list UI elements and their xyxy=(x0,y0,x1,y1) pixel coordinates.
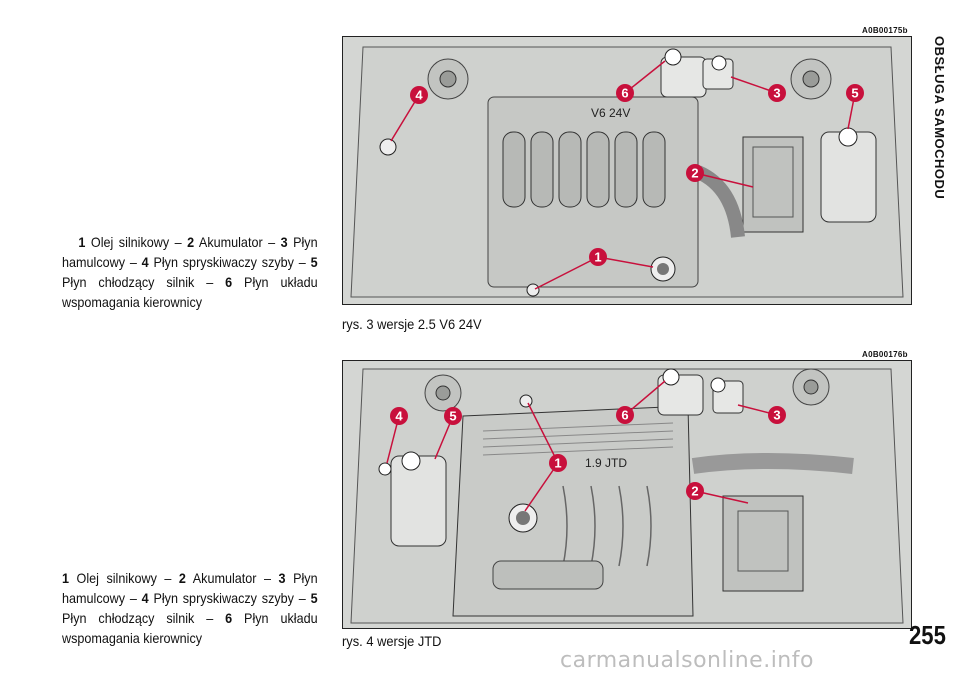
caption-text-3: Płyn hamulcowy – xyxy=(62,234,318,270)
caption-num-6: 6 xyxy=(225,274,233,290)
section-title-text: OBSŁUGA SAMOCHODU xyxy=(932,36,944,199)
svg-text:3: 3 xyxy=(773,86,780,101)
caption-num-1: 1 xyxy=(78,234,86,250)
fig3-marker-1: 1 xyxy=(534,248,654,290)
svg-text:6: 6 xyxy=(621,408,628,423)
fig4-marker-6: 6 xyxy=(616,380,666,424)
caption-num-5: 5 xyxy=(310,254,318,270)
caption-num-3: 3 xyxy=(278,570,286,586)
engine-label-jtd: 1.9 JTD xyxy=(585,456,627,470)
figure-4-code: A0B00176b xyxy=(862,350,908,359)
caption-num-2: 2 xyxy=(187,234,195,250)
section-title-vertical: OBSŁUGA SAMOCHODU xyxy=(914,36,947,226)
caption-text-1: Olej silnikowy – xyxy=(69,570,179,586)
fig4-marker-1: 1 xyxy=(524,402,567,512)
caption-num-3: 3 xyxy=(280,234,288,250)
engine-bay-jtd-drawing: 1.9 JTD 1 2 xyxy=(343,361,911,628)
figure-3-caption: 1 Olej silnikowy – 2 Akumulator – 3 Płyn… xyxy=(62,232,318,312)
figure-4-label: rys. 4 wersje JTD xyxy=(342,633,442,649)
fig3-marker-3: 3 xyxy=(730,76,786,102)
fig3-marker-6: 6 xyxy=(616,60,666,102)
figure-4-caption: 1 Olej silnikowy – 2 Akumulator – 3 Płyn… xyxy=(62,568,318,648)
caption-text-2: Akumulator – xyxy=(185,570,279,586)
caption-num-5: 5 xyxy=(310,590,318,606)
watermark: carmanualsonline.info xyxy=(560,648,814,673)
fig3-marker-4: 4 xyxy=(390,86,428,142)
fig4-marker-3: 3 xyxy=(737,404,786,424)
caption-text-4: Płyn spryskiwaczy szyby – xyxy=(148,590,311,606)
figure-3-label: rys. 3 wersje 2.5 V6 24V xyxy=(342,316,482,332)
engine-bay-v6-illustration: V6 24V 1 2 3 xyxy=(342,36,912,305)
caption-text-5: Płyn chłodzący silnik – xyxy=(62,610,226,626)
fig4-marker-4: 4 xyxy=(386,407,408,464)
svg-text:4: 4 xyxy=(395,409,403,424)
figure-3-code: A0B00175b xyxy=(862,26,908,35)
caption-num-2: 2 xyxy=(178,570,186,586)
caption-text-1: Olej silnikowy – xyxy=(85,234,188,250)
svg-text:2: 2 xyxy=(691,166,698,181)
engine-label-v6: V6 24V xyxy=(591,106,630,120)
svg-text:1: 1 xyxy=(594,250,601,265)
caption-num-1: 1 xyxy=(62,570,70,586)
fig3-marker-2: 2 xyxy=(686,164,754,188)
svg-text:5: 5 xyxy=(851,86,858,101)
svg-text:4: 4 xyxy=(415,88,423,103)
svg-text:6: 6 xyxy=(621,86,628,101)
caption-text-3: Płyn hamulcowy – xyxy=(62,570,318,606)
svg-text:5: 5 xyxy=(449,409,456,424)
caption-num-4: 4 xyxy=(141,590,149,606)
fig3-marker-5: 5 xyxy=(846,84,864,130)
caption-text-2: Akumulator – xyxy=(194,234,281,250)
caption-num-6: 6 xyxy=(225,610,233,626)
caption-text-6: Płyn układu wspomagania kierownicy xyxy=(62,610,318,646)
engine-bay-jtd-illustration: 1.9 JTD 1 2 xyxy=(342,360,912,629)
caption-num-4: 4 xyxy=(141,254,149,270)
caption-text-5: Płyn chłodzący silnik – xyxy=(62,274,226,290)
fig4-marker-2: 2 xyxy=(686,482,749,504)
svg-text:1: 1 xyxy=(554,456,561,471)
caption-text-6: Płyn układu wspomagania kierownicy xyxy=(62,274,318,310)
caption-text-4: Płyn spryskiwaczy szyby – xyxy=(148,254,311,270)
fig4-marker-5: 5 xyxy=(434,407,462,460)
svg-text:3: 3 xyxy=(773,408,780,423)
svg-text:2: 2 xyxy=(691,484,698,499)
engine-bay-v6-drawing: V6 24V 1 2 3 xyxy=(343,37,911,304)
page-number: 255 xyxy=(909,620,946,650)
